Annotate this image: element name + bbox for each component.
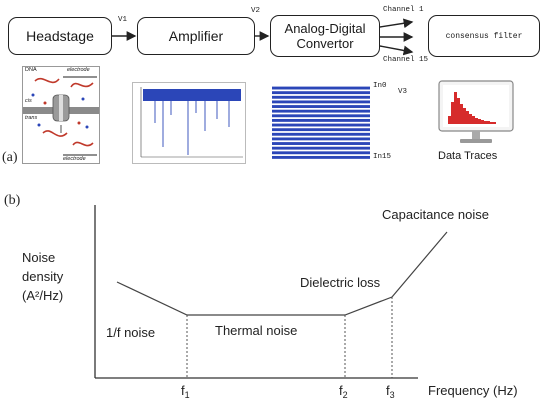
headstage-label: Headstage <box>26 27 94 44</box>
channel-band <box>272 109 370 113</box>
region-dielectric: Dielectric loss <box>300 275 381 290</box>
channel-band <box>272 137 370 141</box>
panel-b-label: (b) <box>4 193 21 208</box>
dna-label: DNA <box>25 67 37 73</box>
channel-band <box>272 91 370 95</box>
amplifier-label: Amplifier <box>168 27 224 44</box>
x-axis-label: Frequency (Hz) <box>428 383 518 398</box>
channel-band <box>272 151 370 155</box>
signal-in15: In15 <box>373 153 392 161</box>
channel-band <box>272 155 370 159</box>
channel-band <box>272 123 370 127</box>
signal-in0: In0 <box>373 82 387 90</box>
signal-v3: V3 <box>398 88 408 96</box>
channel-band <box>272 142 370 145</box>
consensus-filter-block: consensus filter <box>428 15 540 57</box>
y-label-units: (A²/Hz) <box>22 288 63 303</box>
multichannel-traces <box>272 86 370 160</box>
channel-band <box>272 118 370 122</box>
filter-label: consensus filter <box>445 31 523 41</box>
arrow-channel-15 <box>379 45 414 56</box>
monitor-icon <box>438 80 514 143</box>
headstage-block: Headstage <box>8 17 112 55</box>
tick-f2: f2 <box>339 383 348 400</box>
channel-band <box>272 105 370 108</box>
region-capacitance: Capacitance noise <box>382 207 489 222</box>
noise-curve <box>116 231 448 316</box>
data-traces-label: Data Traces <box>438 150 498 162</box>
signal-channel-15: Channel 15 <box>383 56 429 64</box>
nanopore-drawing <box>23 76 99 156</box>
adc-label-line2: Convertor <box>296 36 354 51</box>
data-traces-monitor <box>438 80 514 146</box>
trans-label: trans <box>25 115 38 121</box>
signal-chain-arrows <box>112 18 414 56</box>
tick-f3: f3 <box>386 383 395 400</box>
channel-band <box>272 95 370 99</box>
channel-band <box>272 114 370 118</box>
channel-band <box>272 128 370 132</box>
channel-band <box>272 100 370 104</box>
signal-channel-1: Channel 1 <box>383 6 424 14</box>
y-label-density: density <box>22 269 64 284</box>
amplifier-trace-drawing <box>140 87 243 158</box>
multichannel-traces-drawing <box>272 86 370 159</box>
y-label-noise: Noise <box>22 250 55 265</box>
arrow-channel-1 <box>379 18 414 29</box>
signal-v2: V2 <box>251 7 261 15</box>
adc-label-line1: Analog-Digital <box>284 21 366 36</box>
cis-label: cis <box>25 98 32 104</box>
amplifier-block: Amplifier <box>137 17 255 55</box>
electrode-top-label: electrode <box>67 67 90 73</box>
channel-band <box>272 132 370 136</box>
nanopore-schematic: DNA electrode cis trans electrode <box>22 66 100 164</box>
region-thermal: Thermal noise <box>215 323 297 338</box>
region-one-over-f: 1/f noise <box>106 325 155 340</box>
channel-band <box>272 86 370 90</box>
amplifier-trace-plot <box>132 82 246 164</box>
panel-a-label: (a) <box>2 150 18 165</box>
tick-f1: f1 <box>181 383 190 400</box>
electrode-bottom-label: electrode <box>63 156 86 162</box>
adc-block: Analog-Digital Convertor <box>270 15 380 57</box>
signal-v1: V1 <box>118 16 128 24</box>
channel-band <box>272 146 370 150</box>
